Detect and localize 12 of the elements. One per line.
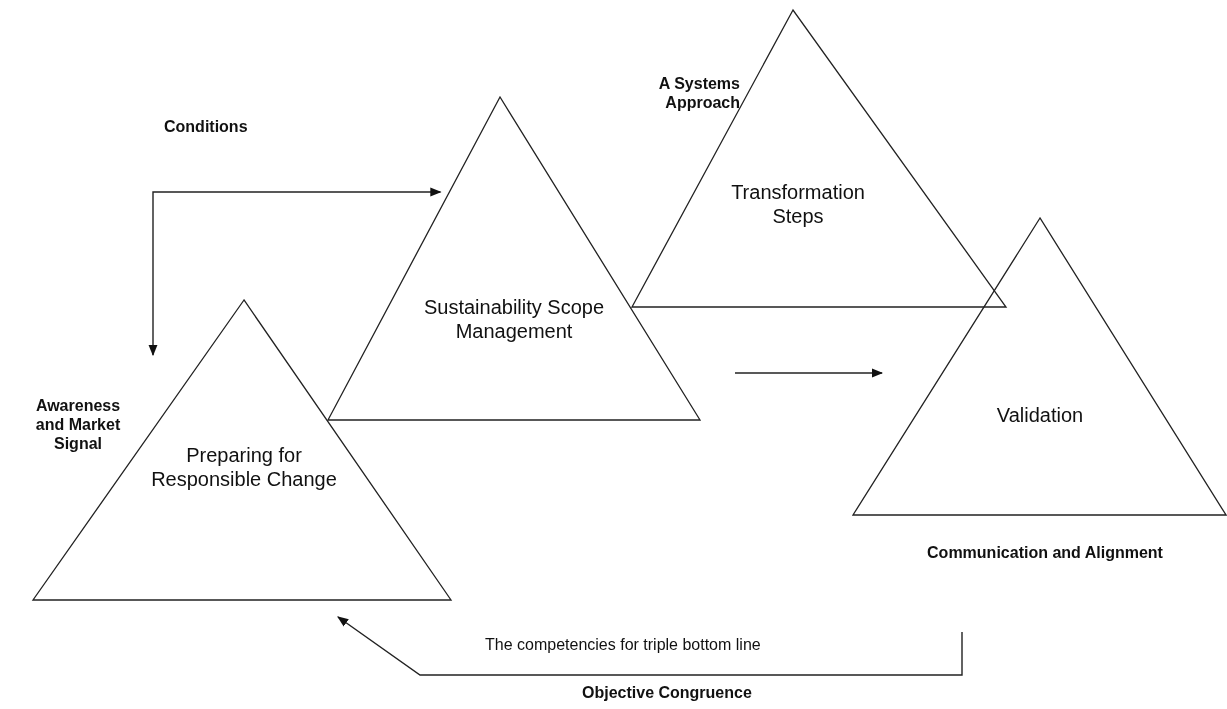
stage-label: A Systems Approach [657,74,740,112]
node-text: Validation [995,403,1085,427]
node-text: Sustainability Scope Management [422,295,606,343]
stage-label: Communication and Alignment [926,543,1164,562]
node-text: Transformation Steps [730,180,866,228]
arrow [148,187,442,357]
node-text: Preparing for Responsible Change [150,443,338,491]
stage-label: Awareness and Market Signal [34,396,122,453]
note-label: Conditions [164,118,248,136]
arrow [337,616,963,676]
note-label: Objective Congruence [582,684,752,702]
arrow [734,368,884,378]
